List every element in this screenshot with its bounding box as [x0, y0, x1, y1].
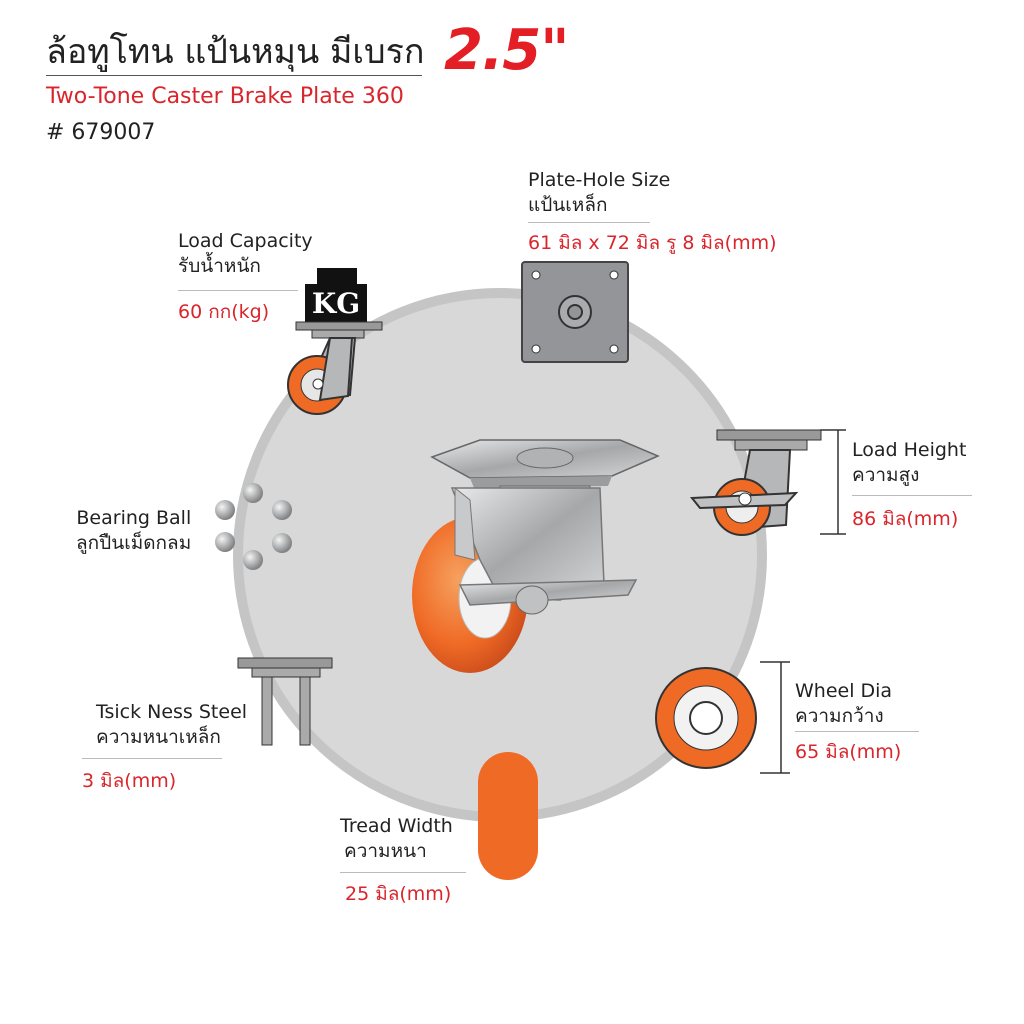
thickness-steel-rule — [82, 758, 222, 759]
thickness-steel-label: Tsick Ness Steel ความหนาเหล็ก — [96, 701, 248, 748]
wheel-dia-label: Wheel Dia ความกว้าง — [795, 680, 893, 727]
title-divider — [46, 75, 422, 76]
load-height-value: 86 มิล(mm) — [852, 508, 959, 530]
load-height-label: Load Height ความสูง — [852, 439, 967, 486]
title-thai: ล้อทูโทน แป้นหมุน มีเบรก — [46, 32, 425, 72]
wheel-dia-rule — [795, 731, 919, 732]
plate-hole-label: Plate-Hole Size แป้นเหล็ก — [528, 169, 671, 216]
tread-width-value: 25 มิล(mm) — [345, 883, 452, 905]
plate-hole-rule — [528, 222, 650, 223]
title-english: Two-Tone Caster Brake Plate 360 — [46, 84, 404, 109]
load-capacity-rule — [178, 290, 298, 291]
thickness-steel-value: 3 มิล(mm) — [82, 770, 177, 792]
tread-width-label: Tread Width ความหนา — [340, 815, 453, 862]
load-height-rule — [852, 495, 972, 496]
load-capacity-value: 60 กก(kg) — [178, 301, 270, 323]
load-capacity-label: Load Capacity รับน้ำหนัก — [178, 230, 313, 277]
product-code: # 679007 — [46, 120, 156, 145]
kg-weight-icon: KG — [311, 287, 361, 320]
plate-hole-value: 61 มิล x 72 มิล รู 8 มิล(mm) — [528, 232, 777, 254]
size-badge: 2.5" — [444, 18, 569, 83]
wheel-dia-value: 65 มิล(mm) — [795, 741, 902, 763]
bearing-ball-label: Bearing Ball ลูกปืนเม็ดกลม — [76, 507, 192, 554]
tread-width-rule — [340, 872, 466, 873]
